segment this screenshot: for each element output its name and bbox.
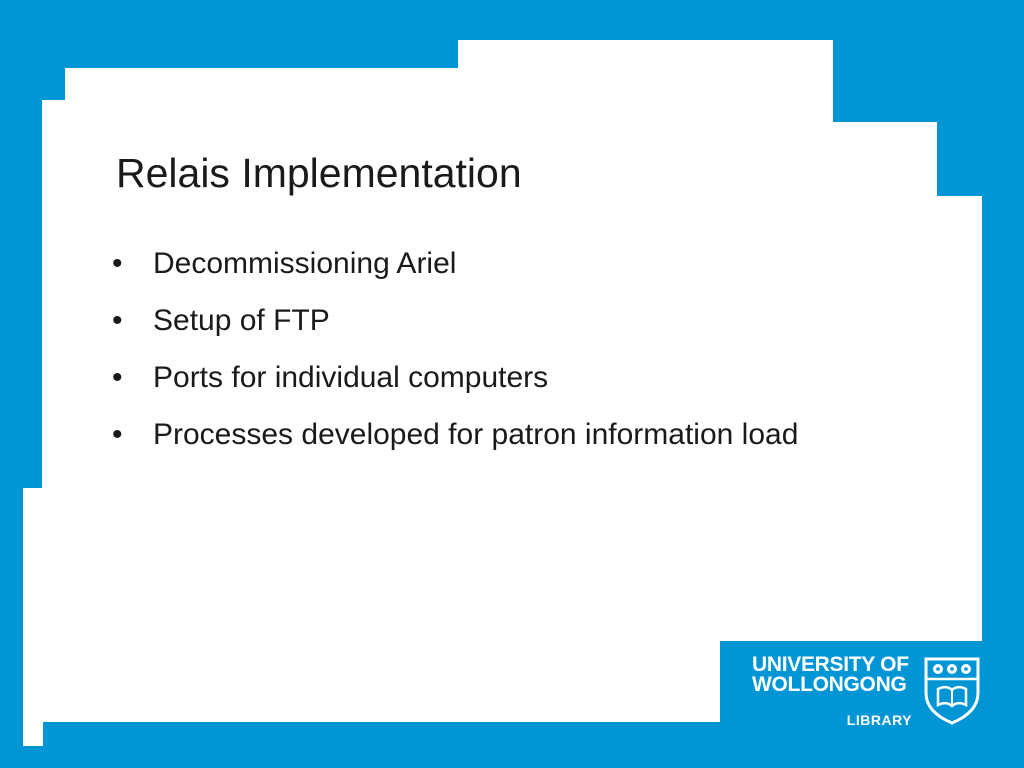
university-crest-icon [924,657,980,725]
bullet-item: Decommissioning Ariel [112,240,798,297]
logo-subtitle: LIBRARY [846,712,912,728]
bullet-list: Decommissioning Ariel Setup of FTP Ports… [112,240,798,468]
logo-line-2: WOLLONGONG [752,673,907,696]
bullet-item: Ports for individual computers [112,354,798,411]
slide-title: Relais Implementation [116,150,522,196]
bullet-item: Setup of FTP [112,297,798,354]
university-logo: UNIVERSITY OF WOLLONGONG LIBRARY [752,653,982,735]
logo-line-1: UNIVERSITY OF [752,653,909,676]
bullet-item: Processes developed for patron informati… [112,411,798,468]
logo-wordmark: UNIVERSITY OF WOLLONGONG [752,653,912,696]
